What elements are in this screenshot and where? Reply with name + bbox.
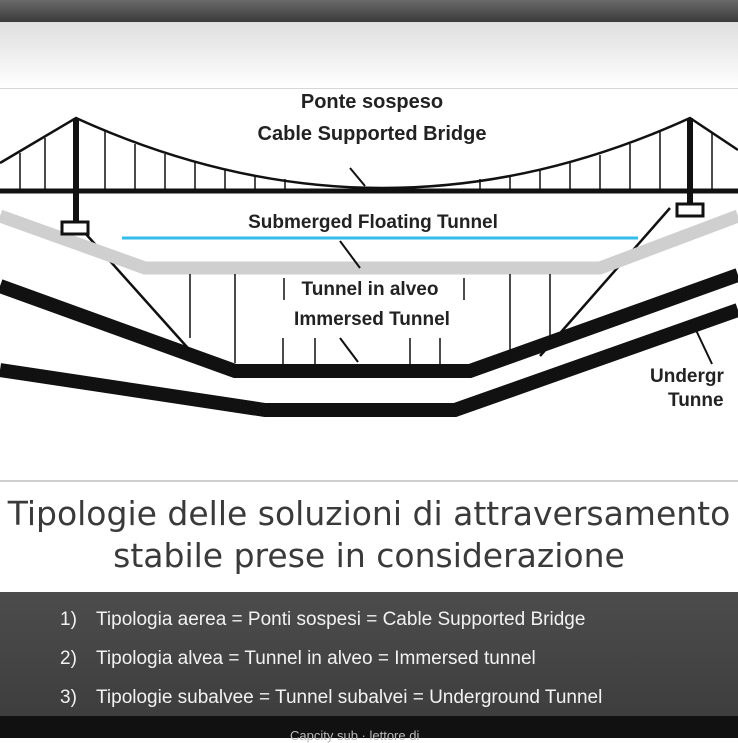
tower-foundation-right bbox=[675, 202, 705, 218]
underground-label-2: Tunne bbox=[668, 390, 724, 411]
immersed-tunnel-trench bbox=[0, 268, 738, 378]
slide-title-line-1: Tipologie delle soluzioni di attraversam… bbox=[7, 494, 731, 533]
window-top-bar bbox=[0, 0, 738, 22]
label-pointers bbox=[339, 167, 713, 365]
list-item-number: 3) bbox=[60, 687, 77, 708]
bridge-main-cable bbox=[0, 116, 738, 190]
immersed-tunnel-label-it: Tunnel in alveo bbox=[302, 279, 439, 300]
crossing-types-diagram: Ponte sospeso Cable Supported Bridge Sub… bbox=[0, 88, 738, 480]
floating-tunnel-tethers bbox=[189, 274, 551, 364]
list-item: 3) Tipologie subalvee = Tunnel subalvei =… bbox=[60, 683, 602, 713]
bridge-label-it: Ponte sospeso bbox=[301, 91, 443, 113]
list-item-text: Tipologia alvea = Tunnel in alveo = Imme… bbox=[96, 648, 536, 669]
list-item: 1) Tipologia aerea = Ponti sospesi = Cabl… bbox=[60, 605, 585, 635]
tower-foundation-left bbox=[60, 220, 90, 236]
immersed-label-box bbox=[282, 277, 466, 301]
list-item-text: Tipologie subalvee = Tunnel subalvei = U… bbox=[96, 687, 603, 708]
underground-label-1: Undergr bbox=[650, 366, 725, 387]
list-item-number: 1) bbox=[60, 609, 77, 630]
slide-title-area: Tipologie delle soluzioni di attraversam… bbox=[0, 480, 738, 594]
list-item-text: Tipologia aerea = Ponti sospesi = Cable … bbox=[96, 609, 586, 630]
bridge-label-en: Cable Supported Bridge bbox=[258, 123, 487, 145]
slide-title-line-2: stabile prese in considerazione bbox=[113, 536, 625, 575]
underground-tunnel-outline bbox=[0, 303, 738, 417]
slide-header-band bbox=[0, 22, 738, 89]
list-item-number: 2) bbox=[60, 648, 77, 669]
solutions-list: 1) Tipologia aerea = Ponti sospesi = Cabl… bbox=[0, 592, 738, 716]
immersed-tunnel-label-en: Immersed Tunnel bbox=[294, 309, 450, 330]
bridge-hangers bbox=[19, 131, 713, 191]
footer-caption: Capcity sub · lettore di bbox=[290, 728, 420, 743]
list-item: 2) Tipologia alvea = Tunnel in alveo = Im… bbox=[60, 644, 536, 674]
floating-tunnel-label: Submerged Floating Tunnel bbox=[248, 212, 498, 233]
footer-bar: Capcity sub · lettore di bbox=[0, 716, 738, 743]
floating-tunnel bbox=[0, 209, 738, 275]
